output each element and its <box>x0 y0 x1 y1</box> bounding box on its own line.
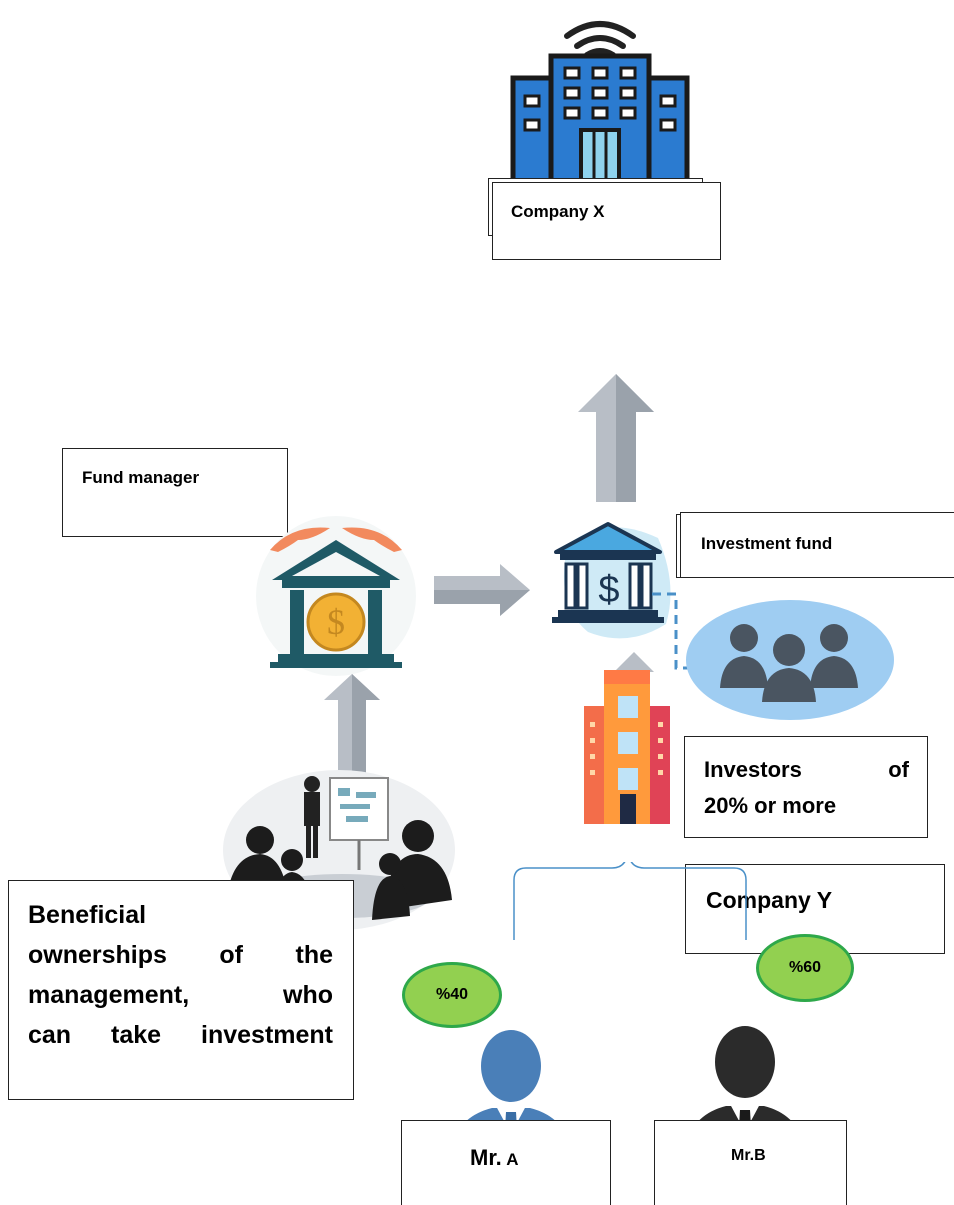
investors-of: of <box>888 757 909 782</box>
arrow-up-to-fund-manager <box>324 674 380 786</box>
investment-word: investment <box>201 1021 333 1049</box>
share-mr-a: %40 <box>435 986 469 1003</box>
investors-box: Investors of 20% or more <box>684 736 928 838</box>
beneficial-line-3: management, who <box>28 975 333 1015</box>
investors-word: Investors <box>704 757 802 782</box>
mr-a-prefix: Mr. <box>470 1145 502 1170</box>
share-mr-b: %60 <box>788 959 822 976</box>
beneficial-line-1: Beneficial <box>28 895 146 935</box>
beneficial-line-2: ownerships of the <box>28 935 333 975</box>
company-y-label: Company Y <box>706 887 833 913</box>
svg-text:$: $ <box>327 602 345 642</box>
fund-manager-box: Fund manager <box>62 448 288 537</box>
investment-fund-label: Investment fund <box>701 534 833 553</box>
company-x-label: Company X <box>511 202 605 221</box>
share-badge-mr-a: %40 <box>402 962 502 1028</box>
take-word: take <box>111 1021 162 1049</box>
ownership-bracket <box>513 862 747 940</box>
bank-coin-icon: $ <box>256 516 416 676</box>
fund-manager-label: Fund manager <box>82 468 200 487</box>
svg-text:$: $ <box>598 569 619 611</box>
mr-b-box: Mr.B <box>654 1120 847 1205</box>
share-badge-mr-b: %60 <box>756 934 854 1002</box>
the-word: the <box>295 941 334 969</box>
who-word: who <box>283 981 333 1009</box>
management-word: management, <box>28 981 190 1009</box>
mr-b-label: Mr.B <box>731 1147 766 1164</box>
dashed-connector <box>652 592 694 670</box>
investment-fund-box: Investment fund <box>680 512 954 578</box>
investors-threshold: 20% or more <box>704 793 837 818</box>
beneficial-ownership-box: Beneficial ownerships of the management,… <box>8 880 354 1100</box>
mr-a-letter: A <box>506 1150 519 1169</box>
mr-a-box: Mr. A <box>401 1120 611 1205</box>
arrow-up-to-company-x <box>578 374 654 502</box>
ownerships-word: ownerships <box>28 941 167 969</box>
company-x-box: Company X <box>492 182 721 260</box>
mr-a-label: Mr. A <box>470 1145 519 1171</box>
of-word: of <box>219 941 244 969</box>
can-word: can <box>28 1021 72 1049</box>
bank-dollar-icon: $ <box>552 522 671 639</box>
apartment-building-icon <box>584 670 670 824</box>
beneficial-line-4: can take investment <box>28 1015 333 1055</box>
investors-group-icon <box>686 600 894 720</box>
arrow-right-to-fund <box>434 564 530 616</box>
meeting-presentation-icon <box>223 770 455 930</box>
beneficial-word: Beneficial <box>28 901 147 929</box>
office-building-icon <box>510 21 690 190</box>
